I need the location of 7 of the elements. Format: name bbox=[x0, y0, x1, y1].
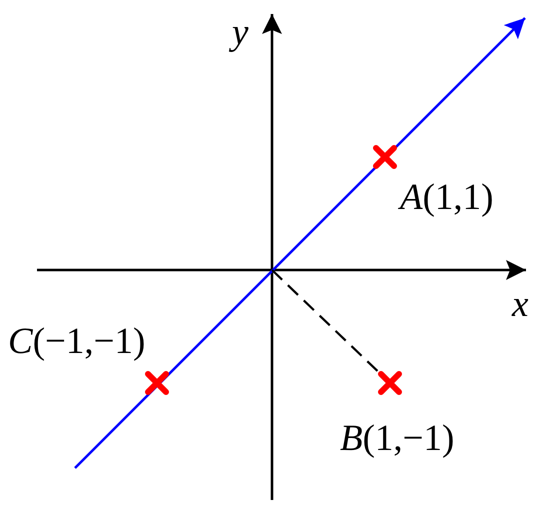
point-label: A(1,1) bbox=[400, 179, 494, 216]
cross-marker bbox=[372, 144, 398, 170]
cross-marker bbox=[144, 370, 170, 396]
axis-label: x bbox=[512, 286, 528, 323]
cross-marker bbox=[377, 370, 403, 396]
point-label: C(−1,−1) bbox=[8, 323, 146, 360]
point-label: B(1,−1) bbox=[340, 420, 454, 457]
